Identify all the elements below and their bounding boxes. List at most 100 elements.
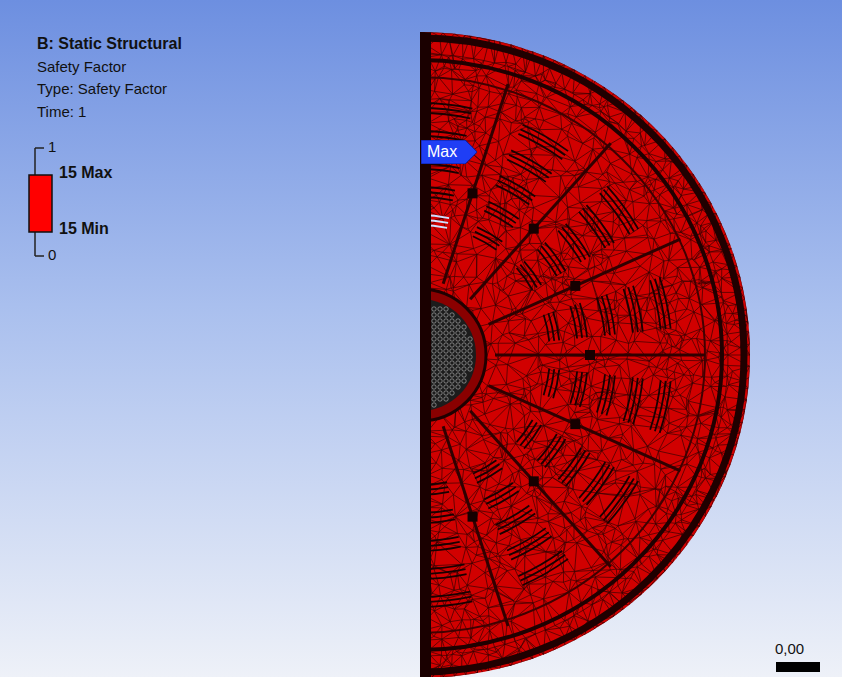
coil-slot [518,134,562,159]
result-name: Safety Factor [37,58,126,76]
shaft-mesh [432,337,436,341]
result-title: B: Static Structural [37,35,182,53]
shaft-mesh [456,349,460,353]
shaft-mesh [462,379,466,383]
shaft-mesh [468,355,472,359]
shaft-mesh [456,319,460,323]
coil-slot [604,479,634,521]
shaft-mesh [438,397,442,401]
shaft-mesh [444,349,448,353]
color-bar [29,148,52,256]
shaft-mesh [432,379,436,383]
result-type: Type: Safety Factor [37,80,167,98]
shaft-mesh [456,373,460,377]
shaft-mesh [432,367,436,371]
coil-slot [604,190,634,232]
shaft-mesh [450,313,454,317]
shaft-mesh [462,361,466,365]
shaft-mesh [456,385,460,389]
coil-slot [517,268,533,290]
shaft-mesh [450,385,454,389]
shaft-mesh [462,343,466,347]
shaft-mesh [432,343,436,347]
shaft-mesh [432,397,436,401]
shaft-mesh [444,319,448,323]
coil-slot [545,439,566,467]
callout-label: Max [427,143,457,161]
shaft-mesh [462,373,466,377]
spoke [470,411,611,567]
spoke [495,354,705,357]
coil-slot [583,208,610,245]
scale-length: 0,00 [775,640,804,658]
shaft-mesh [444,361,448,365]
slot-hole [397,519,407,529]
shaft-mesh [438,355,442,359]
shaft-mesh [438,373,442,377]
shaft-mesh [438,307,442,311]
shaft-mesh [432,319,436,323]
shaft-mesh [450,391,454,395]
shaft-mesh [438,331,442,335]
coil-slot [500,176,535,196]
shaft-mesh [444,379,448,383]
shaft-mesh [444,367,448,371]
coil-slot [660,277,671,329]
shaft-mesh [438,319,442,323]
shaft-mesh [462,367,466,371]
shaft-mesh [462,331,466,335]
coil-slot [500,514,535,534]
coil-slot [488,202,518,220]
shaft-mesh [444,331,448,335]
scale-tick: 1 [48,138,56,156]
shaft-mesh [444,373,448,377]
shaft-mesh [456,331,460,335]
spoke [470,143,611,299]
coil-slot [580,303,587,337]
coil-slot [583,465,610,502]
coil-slot [586,205,614,243]
ring-line [420,77,705,633]
shaft-mesh [432,385,436,389]
scale-bar [776,662,820,672]
coil-slot [606,294,615,334]
coil-slot [606,375,615,415]
coil-slot [553,312,559,341]
shaft-mesh [450,373,454,377]
shaft-mesh [438,361,442,365]
coil-slot [522,559,568,585]
shaft-mesh [432,403,436,407]
shaft-mesh [450,337,454,341]
shaft-mesh [468,361,472,365]
result-time: Time: 1 [37,103,86,121]
coil-slot [545,243,566,271]
slot-hole [585,350,595,360]
shaft-mesh [450,319,454,323]
coil-slot [607,481,638,524]
shaft-mesh [432,331,436,335]
coil-slot [600,193,630,234]
slot-hole [468,188,478,198]
shaft-mesh [456,343,460,347]
slot-hole [570,419,580,429]
shaft-mesh [444,313,448,317]
shaft-mesh [462,325,466,329]
shaft-mesh [456,367,460,371]
shaft-mesh [438,391,442,395]
shaft-mesh [438,367,442,371]
coil-slot [580,373,587,407]
shaft-mesh [444,391,448,395]
shaft-mesh [462,349,466,353]
shaft-mesh [432,355,436,359]
shaft-mesh [456,325,460,329]
shaft-mesh [462,337,466,341]
coil-slot [520,129,565,155]
shaft-mesh [438,349,442,353]
coil-slot [553,370,559,399]
shaft-mesh [450,355,454,359]
max-value: 15 Max [59,164,112,182]
edge-band [418,20,431,677]
coil-slot [475,464,499,478]
coil-slot [544,369,550,396]
